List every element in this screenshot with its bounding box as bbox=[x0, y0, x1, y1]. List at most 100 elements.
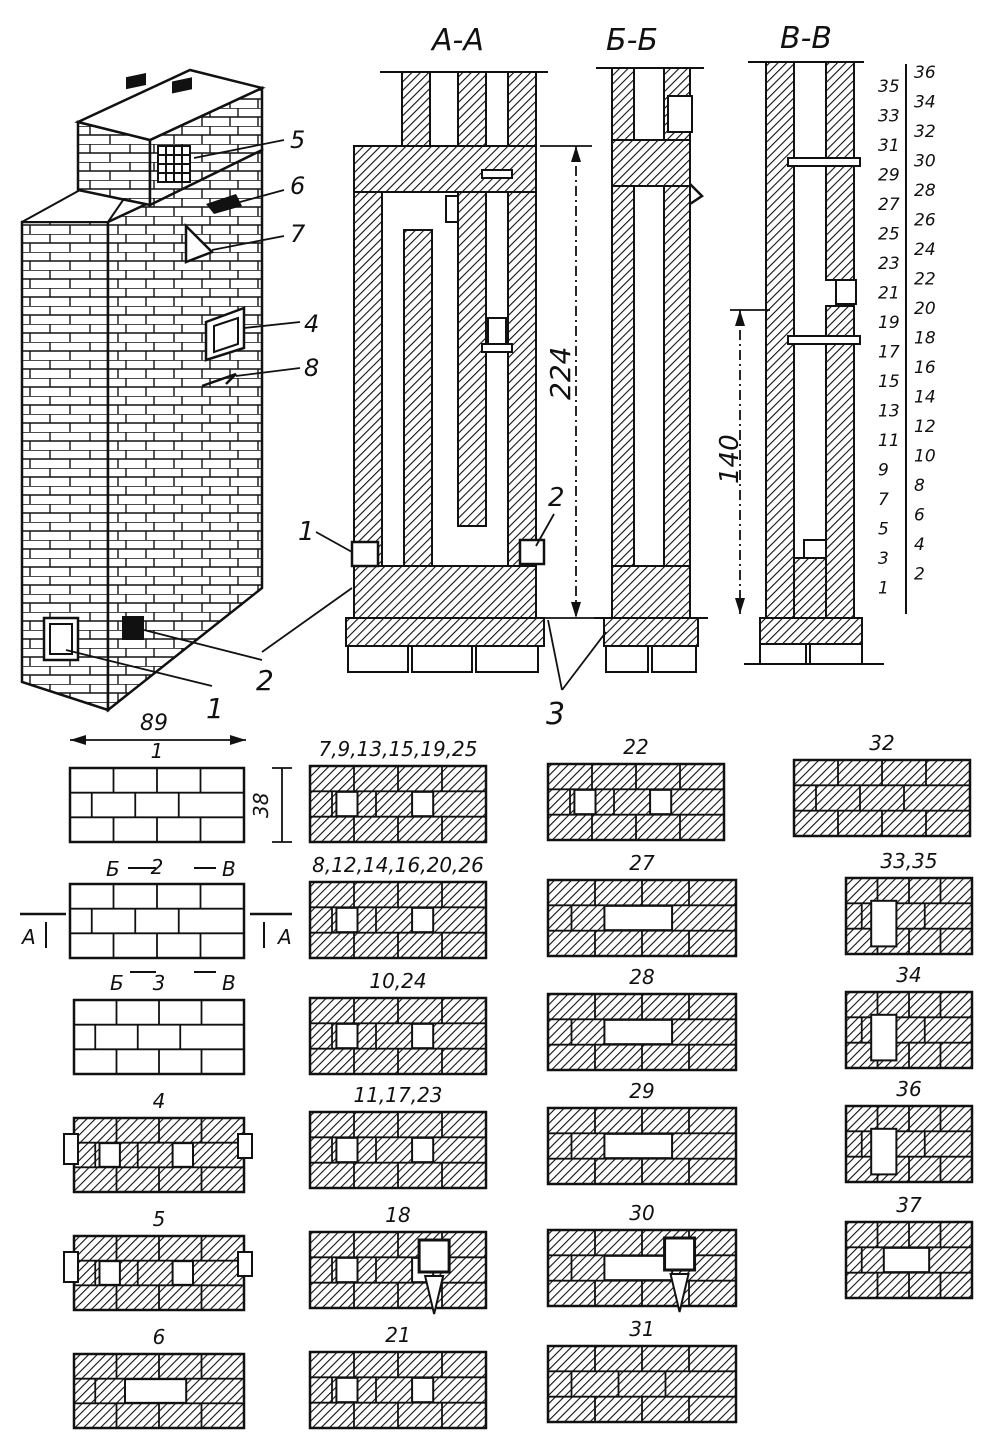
course-plan-34: 34 bbox=[844, 963, 974, 1070]
course-label: 29 bbox=[629, 1079, 654, 1103]
callout-7: 7 bbox=[290, 220, 306, 248]
channel-opening bbox=[411, 790, 435, 818]
course-label: 33,35 bbox=[880, 849, 937, 873]
row-number: 1 bbox=[878, 579, 889, 599]
course-plan-18: 18 bbox=[308, 1203, 488, 1315]
section-a-a: А-А 224 1 bbox=[261, 23, 600, 673]
channel-opening bbox=[411, 1022, 435, 1050]
course-label: 1 bbox=[151, 739, 164, 763]
callout-4: 4 bbox=[304, 310, 319, 338]
course-plan-11: 11,17,23 bbox=[308, 1083, 488, 1190]
channel-opening bbox=[603, 904, 674, 932]
callout-3: 3 bbox=[546, 697, 565, 732]
course-label: 32 bbox=[869, 731, 894, 755]
row-number: 36 bbox=[914, 63, 936, 83]
row-number: 11 bbox=[878, 431, 900, 451]
channel-opening bbox=[870, 1013, 898, 1062]
section-title-v: В-В bbox=[780, 21, 832, 56]
damper-6 bbox=[206, 194, 242, 214]
course-plan-22: 22 bbox=[546, 735, 726, 842]
row-number: 16 bbox=[914, 358, 936, 378]
row-number: 9 bbox=[878, 461, 889, 481]
row-number: 32 bbox=[914, 122, 936, 142]
channel-opening bbox=[411, 1136, 435, 1164]
row-number: 4 bbox=[914, 535, 925, 555]
channel-opening bbox=[870, 899, 898, 948]
callout-8: 8 bbox=[304, 354, 319, 382]
door-handle bbox=[423, 1275, 445, 1315]
course-label: 2 bbox=[151, 855, 164, 879]
channel-opening bbox=[603, 1132, 674, 1160]
course-plan-29: 29 bbox=[546, 1079, 738, 1186]
row-number: 18 bbox=[914, 329, 936, 349]
row-number: 30 bbox=[914, 152, 936, 172]
cleanout-left bbox=[63, 1251, 79, 1283]
section-v-v: В-В 140 bbox=[715, 21, 884, 665]
course-plan-31: 31 bbox=[546, 1317, 738, 1424]
course-plans: 1234567,9,13,15,19,258,12,14,16,20,2610,… bbox=[63, 731, 974, 1430]
channel-opening bbox=[335, 1022, 359, 1050]
mark-8 bbox=[201, 372, 237, 388]
callout-5: 5 bbox=[290, 126, 305, 154]
isometric-view: 5 6 7 4 8 2 1 bbox=[20, 68, 319, 725]
course-label: 6 bbox=[153, 1325, 166, 1349]
course-label: 7,9,13,15,19,25 bbox=[318, 737, 477, 761]
row-number: 5 bbox=[878, 520, 889, 540]
row-number: 15 bbox=[878, 372, 900, 392]
cleanout-left bbox=[63, 1133, 79, 1165]
row-number: 22 bbox=[914, 270, 936, 290]
course-plan-7: 7,9,13,15,19,25 bbox=[308, 737, 488, 844]
course-label: 8,12,14,16,20,26 bbox=[312, 853, 484, 877]
marker-b-1: Б bbox=[106, 857, 120, 881]
row-number: 35 bbox=[878, 77, 900, 97]
course-label: 5 bbox=[153, 1207, 166, 1231]
section-title-b: Б-Б bbox=[606, 23, 658, 58]
course-label: 18 bbox=[385, 1203, 410, 1227]
channel-opening bbox=[411, 906, 435, 934]
row-number: 14 bbox=[914, 388, 936, 408]
course-label: 27 bbox=[629, 851, 655, 875]
callout-1-section: 1 bbox=[298, 517, 315, 547]
row-number: 19 bbox=[878, 313, 900, 333]
row-number: 26 bbox=[914, 211, 936, 231]
marker-a-left: А bbox=[20, 925, 36, 949]
course-plan-37: 37 bbox=[844, 1193, 974, 1300]
course-label: 4 bbox=[153, 1089, 166, 1113]
course-label: 22 bbox=[623, 735, 648, 759]
course-label: 3 bbox=[153, 971, 166, 995]
plan-dimensions: 89 38 bbox=[70, 711, 292, 843]
callout-6: 6 bbox=[290, 172, 305, 200]
row-number: 33 bbox=[878, 107, 900, 127]
row-number: 10 bbox=[914, 447, 936, 467]
chimney-hole-2 bbox=[172, 77, 192, 94]
door-frame bbox=[663, 1236, 697, 1272]
row-number: 17 bbox=[878, 343, 900, 363]
course-plan-32: 32 bbox=[792, 731, 972, 838]
ash-door-2 bbox=[122, 616, 144, 640]
course-label: 31 bbox=[629, 1317, 654, 1341]
course-plan-36: 36 bbox=[844, 1077, 974, 1184]
channel-opening bbox=[98, 1142, 121, 1168]
channel-opening bbox=[870, 1127, 898, 1176]
cleanout-right bbox=[237, 1251, 253, 1277]
course-plan-2: 2 bbox=[68, 855, 246, 960]
course-label: 10,24 bbox=[369, 969, 426, 993]
dimension-140: 140 bbox=[715, 434, 745, 484]
marker-v-2: В bbox=[222, 971, 236, 995]
course-plan-27: 27 bbox=[546, 851, 738, 958]
channel-opening bbox=[649, 788, 673, 816]
section-b-b: Б-Б bbox=[594, 23, 708, 673]
channel-opening bbox=[335, 790, 359, 818]
row-number: 20 bbox=[914, 299, 936, 319]
row-number: 34 bbox=[914, 93, 936, 113]
course-plan-28: 28 bbox=[546, 965, 738, 1072]
channel-opening bbox=[335, 1136, 359, 1164]
channel-opening bbox=[171, 1142, 195, 1168]
channel-opening bbox=[411, 1376, 435, 1404]
dimension-89: 89 bbox=[140, 711, 168, 736]
course-label: 28 bbox=[629, 965, 654, 989]
